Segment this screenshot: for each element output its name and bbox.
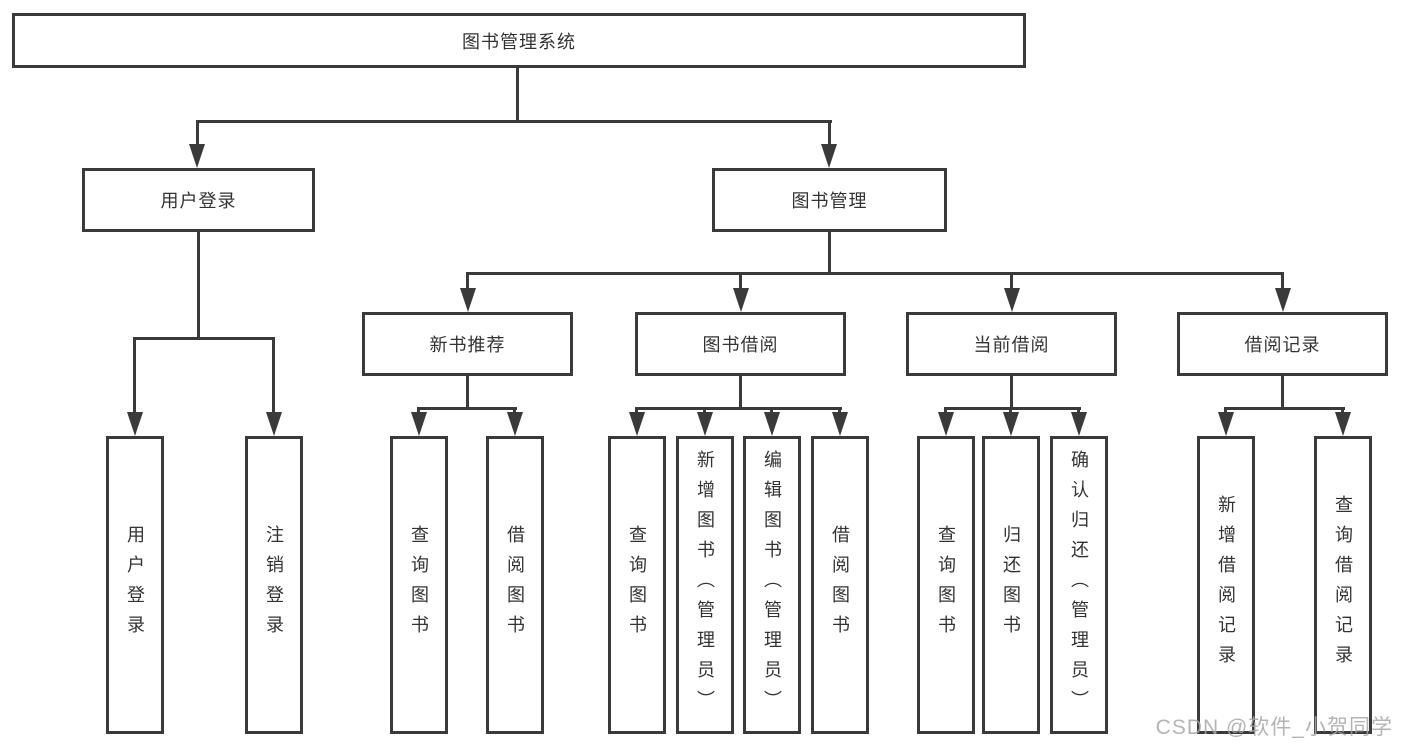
node-current-borrow-label: 当前借阅 bbox=[973, 335, 1050, 355]
arrowhead bbox=[460, 288, 476, 312]
node-book-management: 图书管理 bbox=[712, 168, 947, 232]
connector-line bbox=[466, 272, 469, 296]
leaf-query-books-recommend-label: 查询图书 bbox=[409, 525, 429, 645]
arrowhead bbox=[1335, 412, 1351, 436]
connector-line bbox=[739, 272, 742, 296]
node-new-book-recommend-label: 新书推荐 bbox=[429, 335, 506, 355]
leaf-edit-books-admin-label: 编辑图书（管理员） bbox=[762, 450, 782, 720]
leaf-confirm-return-admin: 确认归还（管理员） bbox=[1050, 436, 1108, 734]
arrowhead bbox=[1071, 412, 1087, 436]
node-user-login-label: 用户登录 bbox=[160, 191, 237, 211]
leaf-query-books-borrow-label: 查询图书 bbox=[627, 525, 647, 645]
arrowhead bbox=[189, 144, 205, 168]
node-root-label: 图书管理系统 bbox=[462, 31, 576, 52]
arrowhead bbox=[1218, 412, 1234, 436]
connector-line bbox=[1010, 376, 1013, 409]
arrowhead bbox=[1275, 288, 1291, 312]
leaf-add-books-admin: 新增图书（管理员） bbox=[676, 436, 734, 734]
leaf-query-borrow-record-label: 查询借阅记录 bbox=[1333, 495, 1353, 675]
connector-line bbox=[828, 120, 831, 152]
leaf-edit-books-admin: 编辑图书（管理员） bbox=[743, 436, 801, 734]
arrowhead bbox=[697, 412, 713, 436]
arrowhead bbox=[764, 412, 780, 436]
connector-line bbox=[1224, 407, 1345, 410]
node-book-borrow-label: 图书借阅 bbox=[702, 335, 779, 355]
leaf-borrow-books-recommend: 借阅图书 bbox=[486, 436, 544, 734]
arrowhead bbox=[1004, 288, 1020, 312]
connector-line bbox=[133, 337, 136, 418]
node-borrow-records-label: 借阅记录 bbox=[1244, 335, 1321, 355]
arrowhead bbox=[821, 144, 837, 168]
connector-line bbox=[466, 272, 1284, 275]
arrowhead bbox=[411, 412, 427, 436]
leaf-return-books-label: 归还图书 bbox=[1001, 525, 1021, 645]
connector-line bbox=[739, 376, 742, 409]
leaf-user-login-label: 用户登录 bbox=[125, 525, 145, 645]
connector-line bbox=[635, 407, 842, 410]
node-new-book-recommend: 新书推荐 bbox=[362, 312, 573, 376]
connector-line bbox=[1010, 272, 1013, 296]
leaf-return-books: 归还图书 bbox=[982, 436, 1040, 734]
arrowhead bbox=[127, 412, 143, 436]
connector-line bbox=[516, 68, 519, 122]
connector-line bbox=[828, 232, 831, 274]
node-current-borrow: 当前借阅 bbox=[906, 312, 1117, 376]
leaf-add-borrow-record-label: 新增借阅记录 bbox=[1216, 495, 1236, 675]
leaf-query-books-current-label: 查询图书 bbox=[936, 525, 956, 645]
leaf-logout-label: 注销登录 bbox=[264, 525, 284, 645]
connector-line bbox=[272, 337, 275, 418]
leaf-query-borrow-record: 查询借阅记录 bbox=[1314, 436, 1372, 734]
connector-line bbox=[944, 407, 1081, 410]
connector-line bbox=[196, 120, 832, 123]
node-borrow-records: 借阅记录 bbox=[1177, 312, 1388, 376]
leaf-query-books-borrow: 查询图书 bbox=[608, 436, 666, 734]
leaf-borrow-books-recommend-label: 借阅图书 bbox=[505, 525, 525, 645]
leaf-add-books-admin-label: 新增图书（管理员） bbox=[695, 450, 715, 720]
node-book-management-label: 图书管理 bbox=[791, 191, 868, 211]
arrowhead bbox=[507, 412, 523, 436]
node-user-login: 用户登录 bbox=[82, 168, 315, 232]
leaf-borrow-books-label: 借阅图书 bbox=[830, 525, 850, 645]
leaf-user-login: 用户登录 bbox=[106, 436, 164, 734]
leaf-confirm-return-admin-label: 确认归还（管理员） bbox=[1069, 450, 1089, 720]
arrowhead bbox=[938, 412, 954, 436]
node-book-borrow: 图书借阅 bbox=[635, 312, 846, 376]
leaf-logout: 注销登录 bbox=[245, 436, 303, 734]
arrowhead bbox=[266, 412, 282, 436]
connector-line bbox=[1281, 376, 1284, 409]
arrowhead bbox=[1003, 412, 1019, 436]
leaf-query-books-current: 查询图书 bbox=[917, 436, 975, 734]
connector-line bbox=[133, 337, 275, 340]
csdn-watermark: CSDN @软件_小贺同学 bbox=[1155, 716, 1393, 739]
arrowhead bbox=[733, 288, 749, 312]
arrowhead bbox=[629, 412, 645, 436]
arrowhead bbox=[832, 412, 848, 436]
connector-line bbox=[196, 120, 199, 152]
connector-line bbox=[417, 407, 517, 410]
node-root: 图书管理系统 bbox=[12, 13, 1026, 68]
connector-line bbox=[1281, 272, 1284, 296]
leaf-borrow-books: 借阅图书 bbox=[811, 436, 869, 734]
leaf-add-borrow-record: 新增借阅记录 bbox=[1197, 436, 1255, 734]
connector-line bbox=[466, 376, 469, 409]
connector-line bbox=[197, 232, 200, 339]
leaf-query-books-recommend: 查询图书 bbox=[390, 436, 448, 734]
